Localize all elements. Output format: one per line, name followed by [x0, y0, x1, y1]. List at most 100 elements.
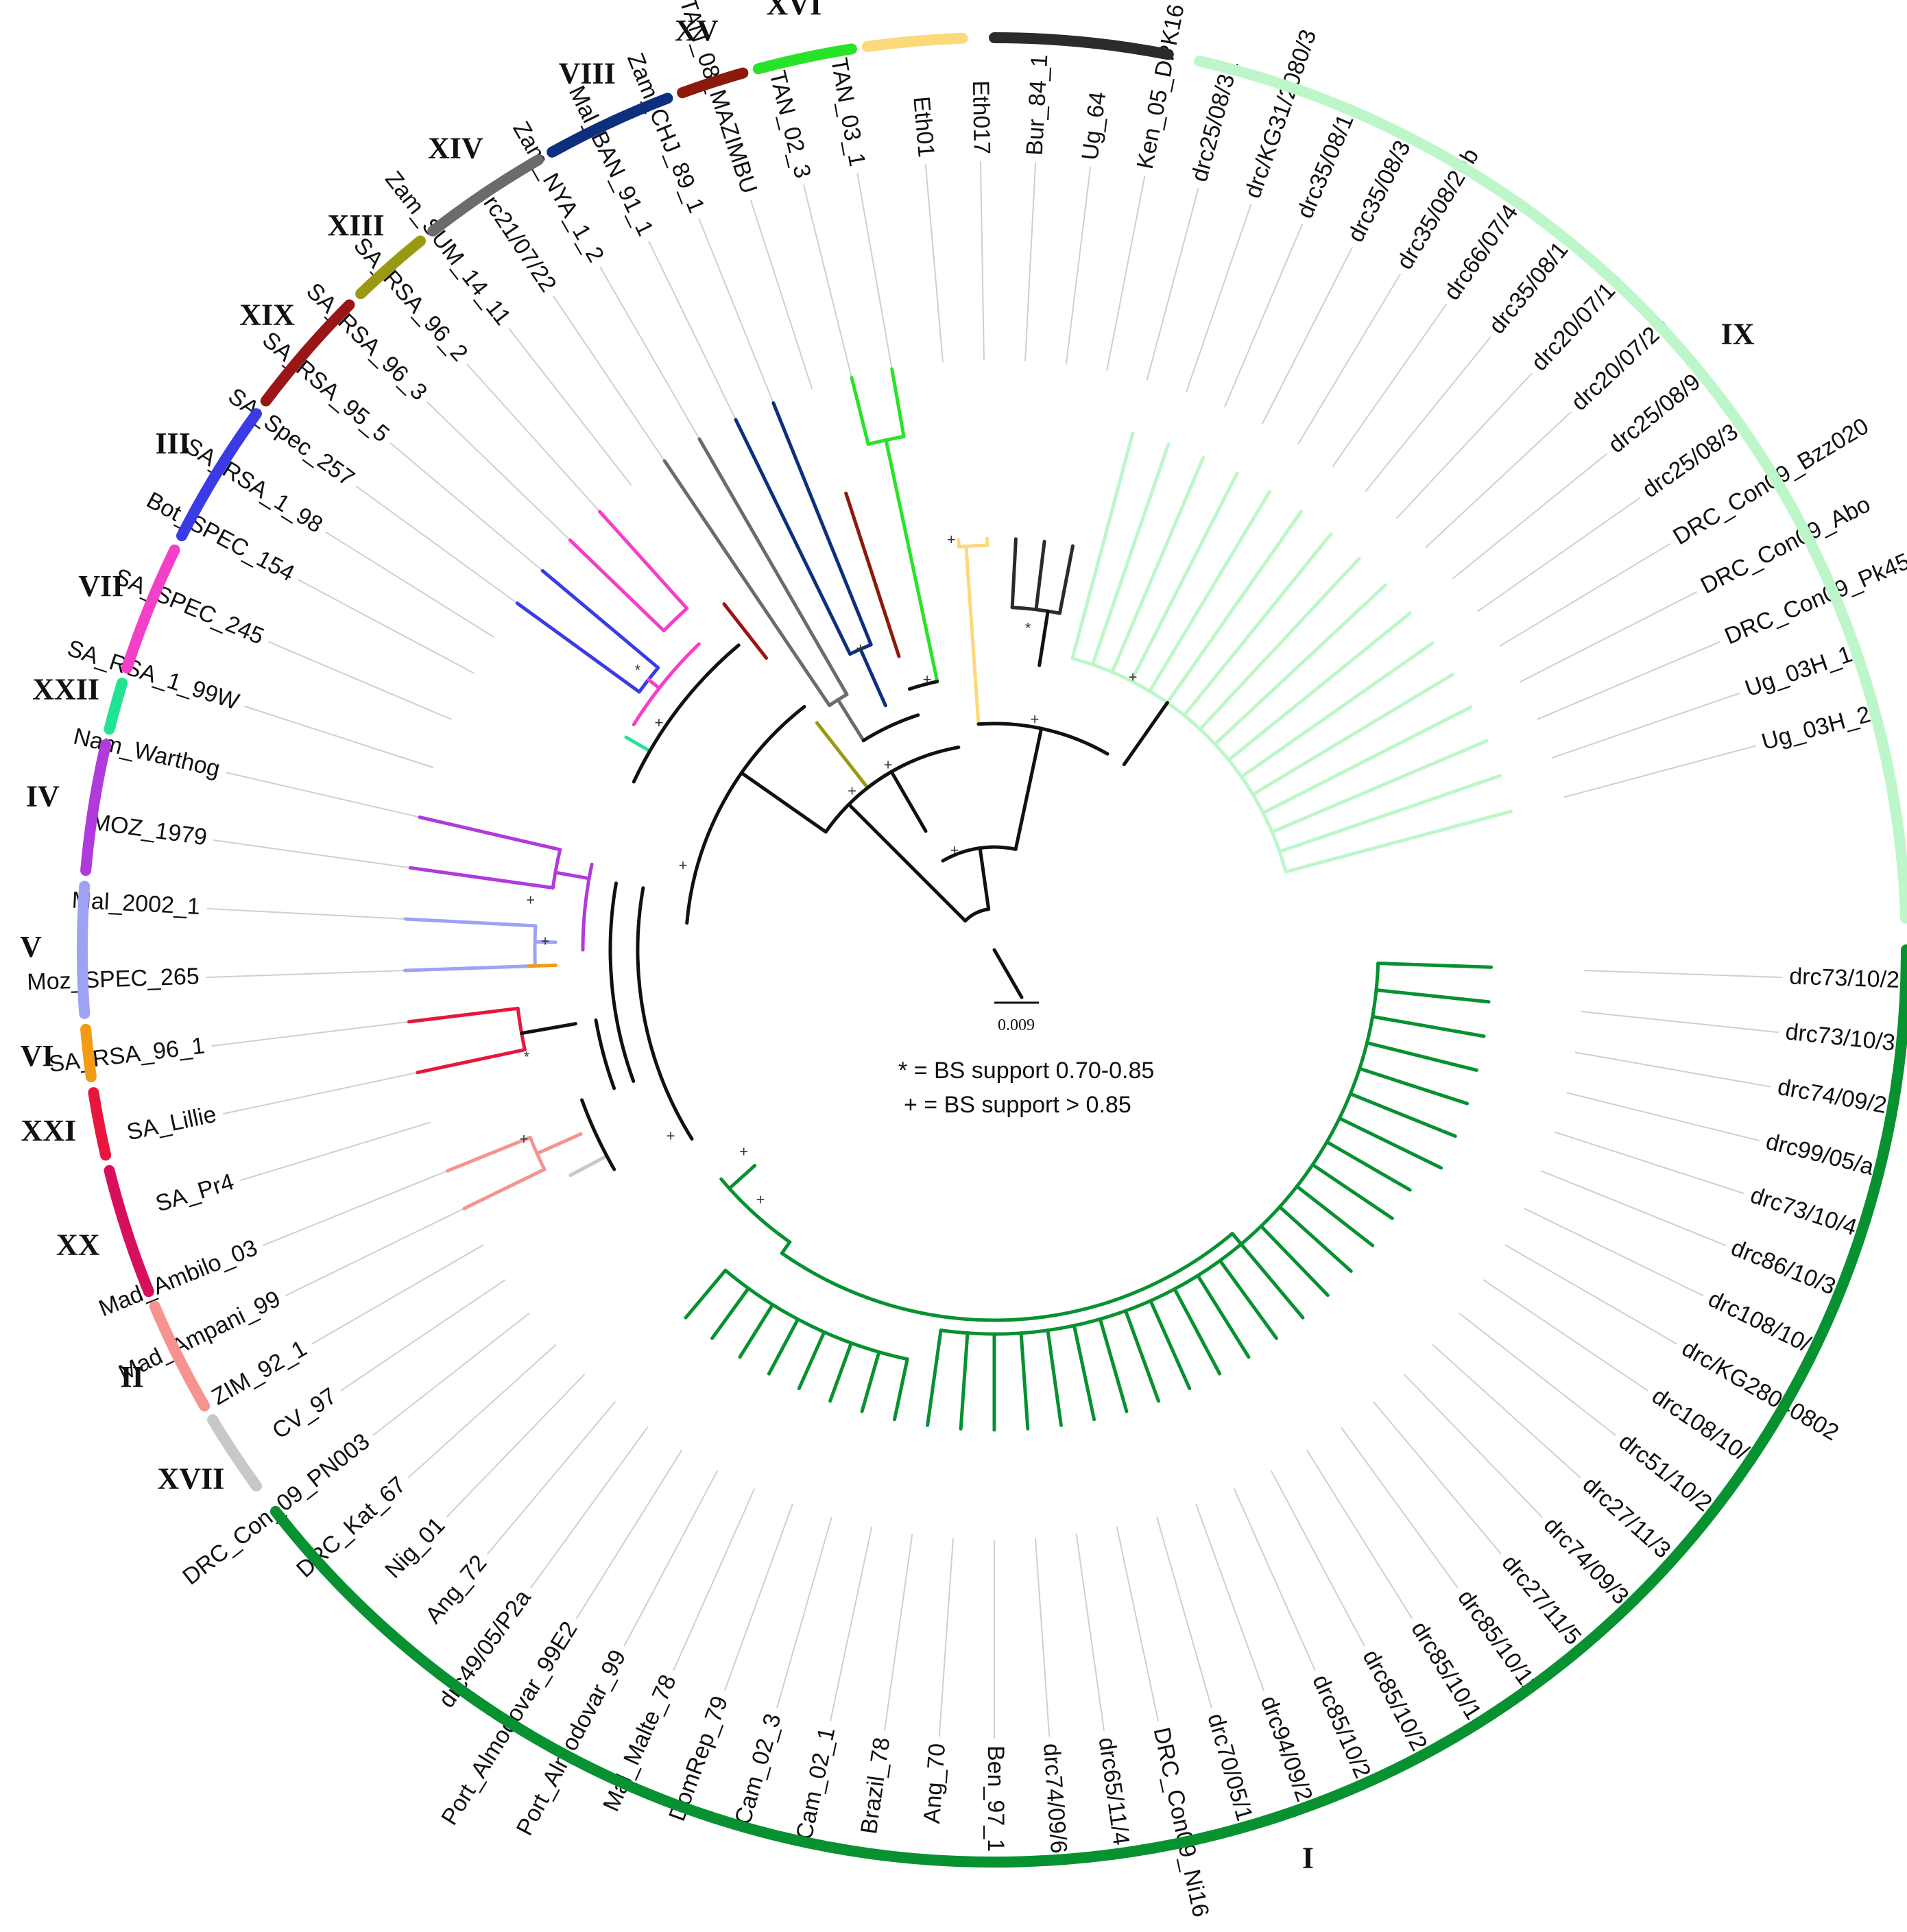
- genotype-arc: [355, 235, 426, 300]
- leaf-label: TAN_03_1: [826, 56, 870, 168]
- leaf-guide-line: [487, 1401, 616, 1555]
- tree-branch: [632, 643, 741, 784]
- bootstrap-marker: +: [654, 714, 663, 731]
- genotype-arc: [677, 67, 749, 99]
- leaf-guide-line: [1106, 175, 1146, 371]
- genotype-label: XXII: [32, 673, 99, 706]
- terminal-branch: [1149, 1299, 1192, 1390]
- terminal-branch: [892, 1357, 909, 1422]
- leaf-guide-line: [1034, 1538, 1051, 1737]
- leaf-guide-line: [1574, 1051, 1771, 1088]
- tree-branch: [553, 870, 591, 881]
- leaf-label: Ben_97_1: [983, 1745, 1009, 1852]
- terminal-branch: [515, 601, 641, 694]
- terminal-branch: [1010, 537, 1018, 610]
- bootstrap-marker: *: [524, 1048, 530, 1065]
- tree-branch: [568, 1154, 609, 1178]
- terminal-branch: [1310, 1162, 1394, 1220]
- genotype-arc: [260, 299, 355, 407]
- tree-branch: [719, 1177, 792, 1244]
- tree-branch: [836, 697, 865, 743]
- genotype-arc: [121, 545, 180, 673]
- terminal-branch: [1358, 1066, 1470, 1106]
- leaf-guide-line: [1583, 970, 1783, 979]
- genotype-label: XIX: [239, 298, 295, 331]
- leaf-guide-line: [1024, 162, 1037, 361]
- tree-branch: [1070, 656, 1288, 874]
- terminal-branch: [540, 569, 660, 670]
- tree-branch: [728, 1163, 757, 1191]
- bootstrap-marker: +: [856, 639, 865, 656]
- leaf-guide-line: [1306, 1449, 1413, 1619]
- terminal-branch: [850, 376, 870, 446]
- genotype-arc: [80, 1023, 97, 1083]
- terminal-branch: [1278, 774, 1502, 854]
- leaf-guide-line: [647, 240, 736, 420]
- tree-branch: [723, 1268, 909, 1361]
- leaf-label: Cam_02_1: [791, 1725, 841, 1842]
- genotype-label: IX: [1721, 317, 1755, 350]
- bootstrap-marker: +: [884, 756, 893, 773]
- terminal-branch: [738, 1302, 775, 1359]
- tree-branch: [632, 642, 701, 726]
- bootstrap-marker: +: [679, 857, 688, 874]
- leaf-label: Moz_SPEC_265: [27, 963, 200, 995]
- tree-branch: [992, 948, 1024, 999]
- leaf-label: Cam_02_3: [730, 1710, 786, 1827]
- terminal-branch: [926, 1328, 943, 1427]
- leaf-guide-line: [1224, 224, 1304, 407]
- bootstrap-marker: *: [635, 661, 641, 678]
- tree-branch: [636, 886, 694, 1141]
- terminal-branch: [1196, 1274, 1251, 1359]
- bootstrap-marker: +: [950, 842, 959, 859]
- leaf-guide-line: [924, 164, 944, 363]
- leaf-guide-line: [749, 199, 813, 390]
- tree-branch: [608, 881, 636, 1083]
- leaf-guide-line: [263, 1170, 448, 1246]
- leaf-guide-lines: [206, 161, 1783, 1739]
- leaf-guide-line: [1555, 1131, 1745, 1195]
- bootstrap-marker: +: [541, 932, 550, 949]
- tree-branch: [859, 647, 887, 708]
- terminal-branch: [1348, 1092, 1457, 1138]
- leaf-guide-line: [226, 772, 420, 818]
- tree-branch: [815, 721, 869, 790]
- leaf-guide-line: [1270, 1470, 1365, 1647]
- leaf-guide-line: [553, 296, 665, 462]
- terminal-branch: [1325, 1140, 1412, 1192]
- terminal-branch: [1284, 809, 1513, 874]
- genotype-label: X: [1076, 0, 1098, 5]
- terminal-branch: [771, 401, 873, 647]
- leaf-guide-line: [623, 1470, 719, 1647]
- genotype-label: VIII: [559, 57, 616, 91]
- leaf-guide-line: [1065, 167, 1092, 365]
- leaf-label: drc25/08/3a: [1186, 59, 1243, 184]
- leaf-guide-line: [372, 1312, 530, 1436]
- leaf-guide-line: [599, 266, 700, 440]
- terminal-branch: [1270, 739, 1489, 834]
- leaf-label: MOZ_1979: [89, 809, 208, 850]
- leaf-guide-line: [311, 1244, 484, 1345]
- leaf-guide-line: [938, 1538, 955, 1737]
- genotype-label: XIV: [428, 131, 483, 165]
- genotype-arc: [176, 408, 262, 542]
- terminal-branch: [1072, 1324, 1096, 1422]
- genotype-arcs: [77, 32, 1907, 1868]
- tree-branch: [1122, 701, 1169, 767]
- genotype-arc: [104, 1165, 154, 1298]
- tree-branch: [1038, 609, 1050, 667]
- genotype-arc: [149, 1300, 211, 1411]
- terminal-branch: [1251, 672, 1455, 796]
- terminal-branch: [1182, 532, 1333, 717]
- terminal-branch: [1124, 1309, 1160, 1403]
- tree-branch: [976, 721, 1110, 756]
- leaf-guide-line: [206, 907, 406, 920]
- tree-branch: [824, 746, 961, 834]
- genotype-arc: [207, 1414, 262, 1492]
- terminal-branch: [684, 1268, 728, 1320]
- tree-branch: [1014, 726, 1044, 851]
- terminal-branch: [1365, 1040, 1478, 1072]
- tree-branches: [403, 367, 1513, 1432]
- leaf-guide-line: [776, 1516, 832, 1708]
- terminal-branch: [767, 1317, 800, 1376]
